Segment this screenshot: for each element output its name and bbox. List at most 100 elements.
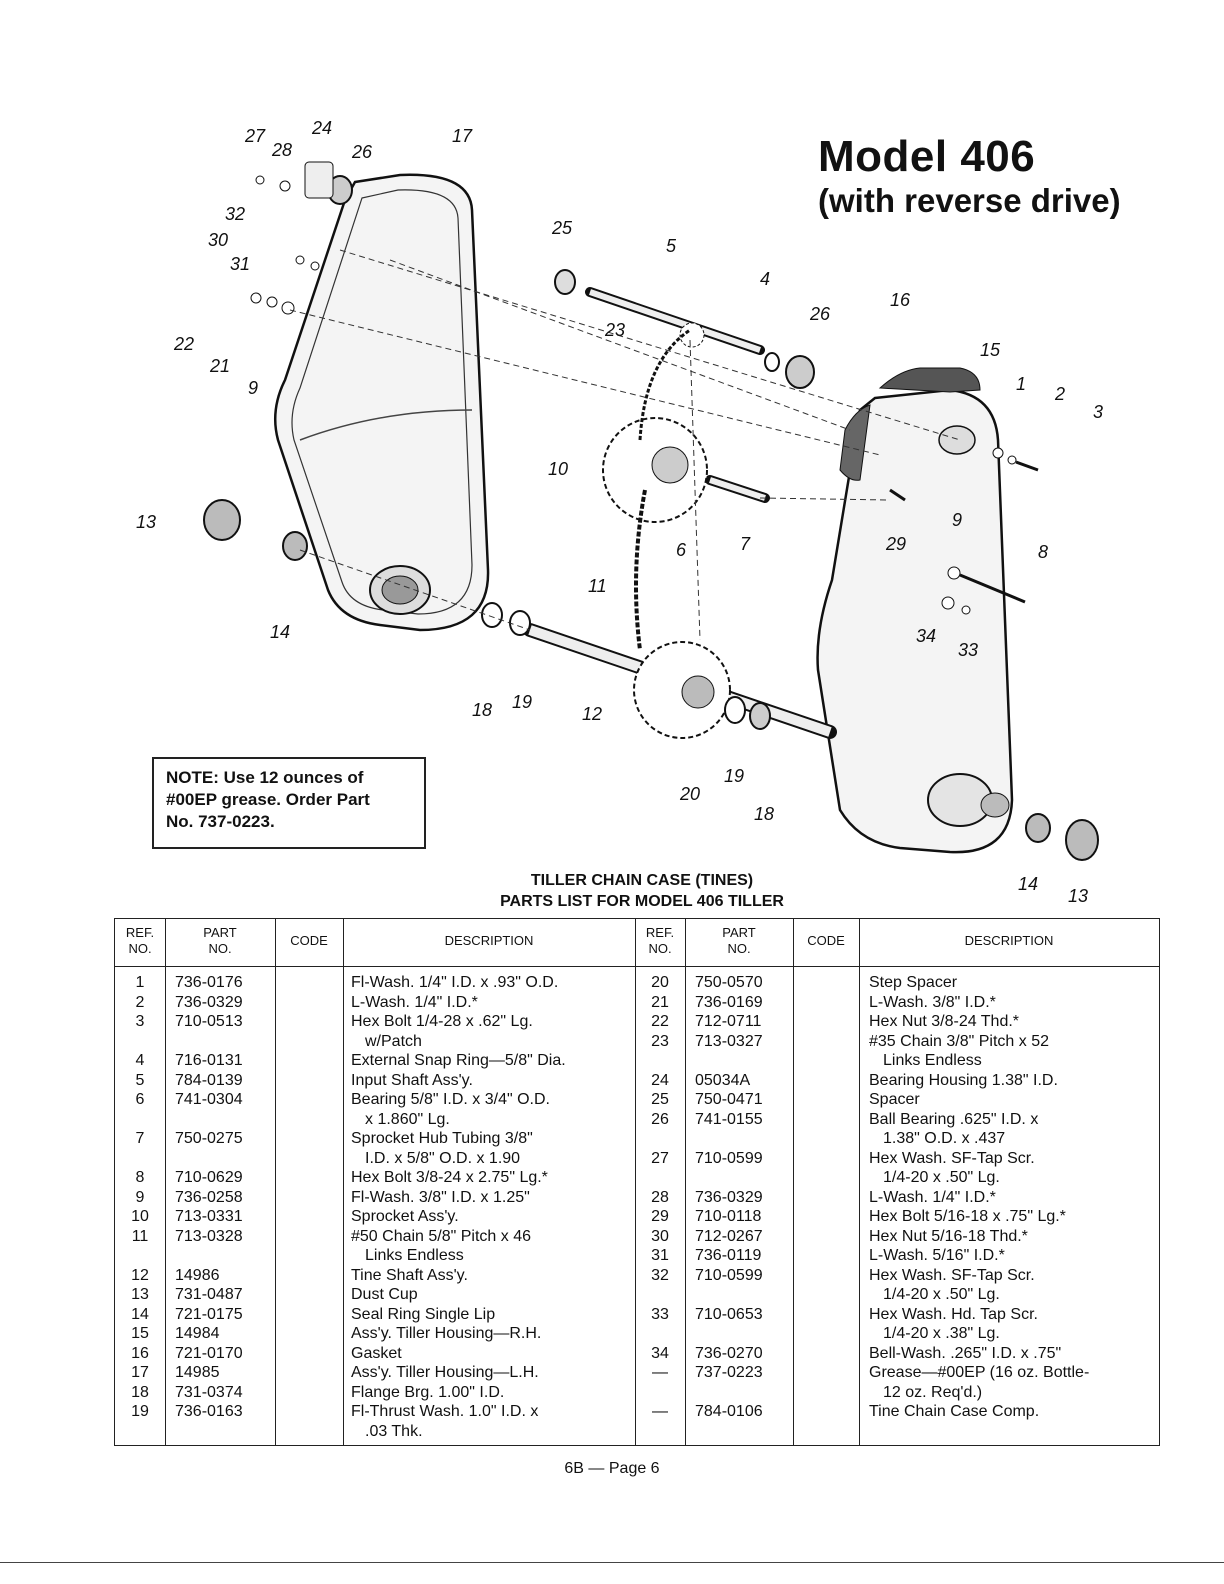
part-number-cell [685, 1168, 795, 1188]
ref-cell: 29 [651, 1208, 669, 1225]
part-number-cell: 721-0170 [175, 1344, 243, 1362]
part-number-cell: 14985 [175, 1364, 220, 1381]
svg-text:29: 29 [885, 534, 906, 554]
part-number-cell: 736-0258 [175, 1188, 243, 1206]
svg-text:9: 9 [952, 510, 962, 530]
col-header-ref: REF. NO. [645, 925, 675, 956]
svg-text:4: 4 [760, 269, 770, 289]
section-title: TILLER CHAIN CASE (TINES) [530, 872, 754, 889]
ref-cell: 18 [131, 1383, 149, 1401]
description-cell: Bell-Wash. .265" I.D. x .75" [869, 1344, 1062, 1362]
code-cell [275, 1207, 343, 1227]
part-number-cell [165, 1110, 275, 1130]
code-cell [275, 1188, 343, 1208]
code-cell [795, 1071, 861, 1091]
description-cell: Ass'y. Tiller Housing—L.H. [351, 1364, 539, 1381]
description-cell: #50 Chain 5/8" Pitch x 46 [351, 1227, 532, 1245]
table-row: 1.38" O.D. x .437 [635, 1129, 1161, 1149]
part-number-cell: 736-0169 [695, 993, 763, 1011]
ref-cell [635, 1168, 685, 1188]
description-cell: Step Spacer [869, 974, 958, 991]
ref-cell [635, 1324, 685, 1344]
ref-cell: 3 [135, 1013, 145, 1030]
description-cell: Bearing 5/8" I.D. x 3/4" O.D. [351, 1091, 550, 1108]
table-row: 12 oz. Req'd.) [635, 1383, 1161, 1403]
description-cell: Sprocket Hub Tubing 3/8" [351, 1130, 533, 1147]
table-row: I.D. x 5/8" O.D. x 1.90 [115, 1149, 635, 1169]
note-line: No. 737-0223. [166, 812, 275, 831]
ref-cell: 32 [651, 1266, 669, 1284]
description-cell: Fl-Thrust Wash. 1.0" I.D. x [351, 1403, 539, 1420]
description-cell: Hex Nut 5/16-18 Thd.* [869, 1227, 1028, 1245]
table-row: 1/4-20 x .50" Lg. [635, 1168, 1161, 1188]
ref-cell: 33 [651, 1305, 669, 1323]
ref-cell: — [652, 1364, 668, 1381]
ref-cell: 8 [135, 1169, 145, 1186]
code-cell [795, 1090, 861, 1110]
part-number-cell: 750-0275 [175, 1130, 243, 1147]
description-cell: L-Wash. 1/4" I.D.* [869, 1188, 996, 1206]
code-cell [275, 1129, 343, 1149]
code-cell [275, 1402, 343, 1422]
svg-text:18: 18 [472, 700, 492, 720]
part-number-cell: 741-0155 [695, 1110, 763, 1128]
col-header-part: PART NO. [722, 925, 756, 956]
code-cell [795, 1383, 861, 1403]
model-title: Model 406 [818, 132, 1036, 181]
ref-cell: 16 [131, 1344, 149, 1362]
code-cell [795, 1266, 861, 1286]
ref-cell: 1 [135, 974, 145, 991]
ref-cell: 12 [131, 1266, 149, 1284]
code-cell [795, 1207, 861, 1227]
code-cell [275, 1168, 343, 1188]
svg-text:5: 5 [666, 236, 677, 256]
part-number-cell: 741-0304 [175, 1091, 243, 1108]
description-cell: x 1.860" Lg. [365, 1110, 450, 1128]
part-number-cell [685, 1129, 795, 1149]
part-number-cell [165, 1032, 275, 1052]
description-cell: Hex Bolt 5/16-18 x .75" Lg.* [869, 1208, 1066, 1225]
ref-cell [635, 1051, 685, 1071]
part-number-cell: 712-0267 [695, 1227, 763, 1245]
code-cell [275, 1422, 343, 1442]
code-cell [275, 1090, 343, 1110]
ref-cell: 21 [651, 993, 669, 1011]
code-cell [795, 1012, 861, 1032]
description-cell: Dust Cup [351, 1286, 418, 1303]
description-cell: 1/4-20 x .50" Lg. [883, 1169, 1000, 1186]
svg-text:33: 33 [958, 640, 978, 660]
code-cell [795, 993, 861, 1013]
code-cell [795, 1051, 861, 1071]
part-number-cell: 710-0653 [695, 1305, 763, 1323]
description-cell: Flange Brg. 1.00" I.D. [351, 1383, 505, 1401]
code-cell [275, 1344, 343, 1364]
model-subtitle: (with reverse drive) [818, 182, 1121, 219]
part-number-cell: 750-0471 [695, 1091, 763, 1108]
ref-cell: — [652, 1403, 668, 1420]
ref-cell: 10 [131, 1208, 149, 1225]
part-number-cell: 736-0329 [175, 993, 243, 1011]
part-number-cell [685, 1285, 795, 1305]
ref-cell: 2 [135, 993, 145, 1011]
description-cell: 12 oz. Req'd.) [883, 1383, 983, 1401]
part-number-cell: 784-0139 [175, 1071, 243, 1089]
left-housing [273, 173, 490, 632]
ref-cell: 14 [131, 1305, 149, 1323]
ref-cell: 26 [651, 1110, 669, 1128]
svg-text:10: 10 [548, 459, 568, 479]
svg-text:28: 28 [271, 140, 292, 160]
part-number-cell: 713-0327 [695, 1032, 763, 1050]
code-cell [795, 1129, 861, 1149]
